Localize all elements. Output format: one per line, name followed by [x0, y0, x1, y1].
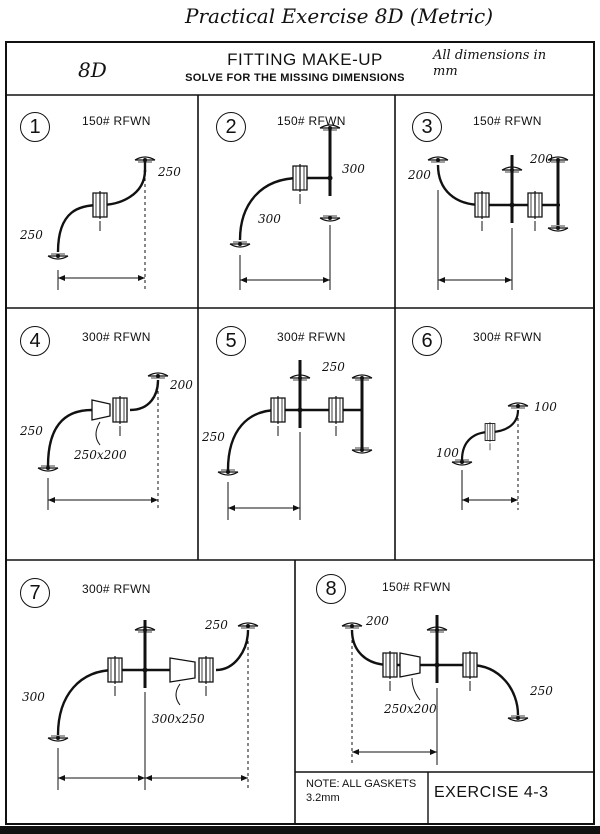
problem-2-drawing	[229, 124, 341, 290]
problem-1-drawing	[47, 156, 156, 290]
problem-8-spec: 150# RFWN	[382, 580, 451, 594]
problem-6-drawing	[451, 402, 529, 510]
problem-7-spec: 300# RFWN	[82, 582, 151, 596]
problem-number-4: 4	[20, 326, 50, 356]
problem-4-reducer-size: 250x200	[74, 448, 127, 462]
problem-7-dim-a: 250	[205, 618, 228, 632]
problem-3-spec: 150# RFWN	[473, 114, 542, 128]
problem-3-dim-b: 200	[530, 152, 553, 166]
problem-4-spec: 300# RFWN	[82, 330, 151, 344]
problem-7-drawing	[47, 618, 259, 790]
problem-2-dim-b: 300	[258, 212, 281, 226]
problem-number-2: 2	[216, 112, 246, 142]
problem-1-dim-a: 250	[158, 165, 181, 179]
units-note: All dimensions in mm	[433, 48, 547, 79]
problem-1-dim-b: 250	[20, 228, 43, 242]
problem-6-dim-a: 100	[534, 400, 557, 414]
problem-5-dim-a: 250	[322, 360, 345, 374]
problem-number-7: 7	[20, 578, 50, 608]
problem-number-6: 6	[412, 326, 442, 356]
problem-2-spec: 150# RFWN	[277, 114, 346, 128]
problem-8-dim-b: 250	[530, 684, 553, 698]
problem-7-dim-b: 300	[22, 690, 45, 704]
problem-2-dim-a: 300	[342, 162, 365, 176]
exercise-code: 8D	[78, 58, 107, 82]
problem-8-drawing	[341, 613, 529, 765]
problem-4-dim-a: 200	[170, 378, 193, 392]
problem-number-5: 5	[216, 326, 246, 356]
problem-8-dim-a: 200	[366, 614, 389, 628]
sheet-title: FITTING MAKE-UP	[227, 50, 383, 69]
problem-6-dim-b: 100	[436, 446, 459, 460]
bottom-edge	[0, 826, 600, 834]
gasket-note: NOTE: ALL GASKETS 3.2mm	[306, 778, 417, 804]
problem-3-drawing	[427, 153, 569, 290]
handwritten-title: Practical Exercise 8D (Metric)	[185, 4, 494, 28]
problem-6-spec: 300# RFWN	[473, 330, 542, 344]
problem-5-dim-b: 250	[202, 430, 225, 444]
problem-8-reducer-size: 250x200	[384, 702, 437, 716]
problem-4-drawing	[37, 372, 169, 510]
problem-number-8: 8	[316, 574, 346, 604]
exercise-label: EXERCISE 4-3	[434, 784, 549, 801]
problem-5-spec: 300# RFWN	[277, 330, 346, 344]
problem-number-1: 1	[20, 112, 50, 142]
problem-5-drawing	[217, 358, 373, 520]
problem-3-dim-a: 200	[408, 168, 431, 182]
problem-4-dim-b: 250	[20, 424, 43, 438]
problem-1-spec: 150# RFWN	[82, 114, 151, 128]
problem-7-reducer-size: 300x250	[152, 712, 205, 726]
sheet-subtitle: SOLVE FOR THE MISSING DIMENSIONS	[185, 72, 405, 84]
problem-number-3: 3	[412, 112, 442, 142]
